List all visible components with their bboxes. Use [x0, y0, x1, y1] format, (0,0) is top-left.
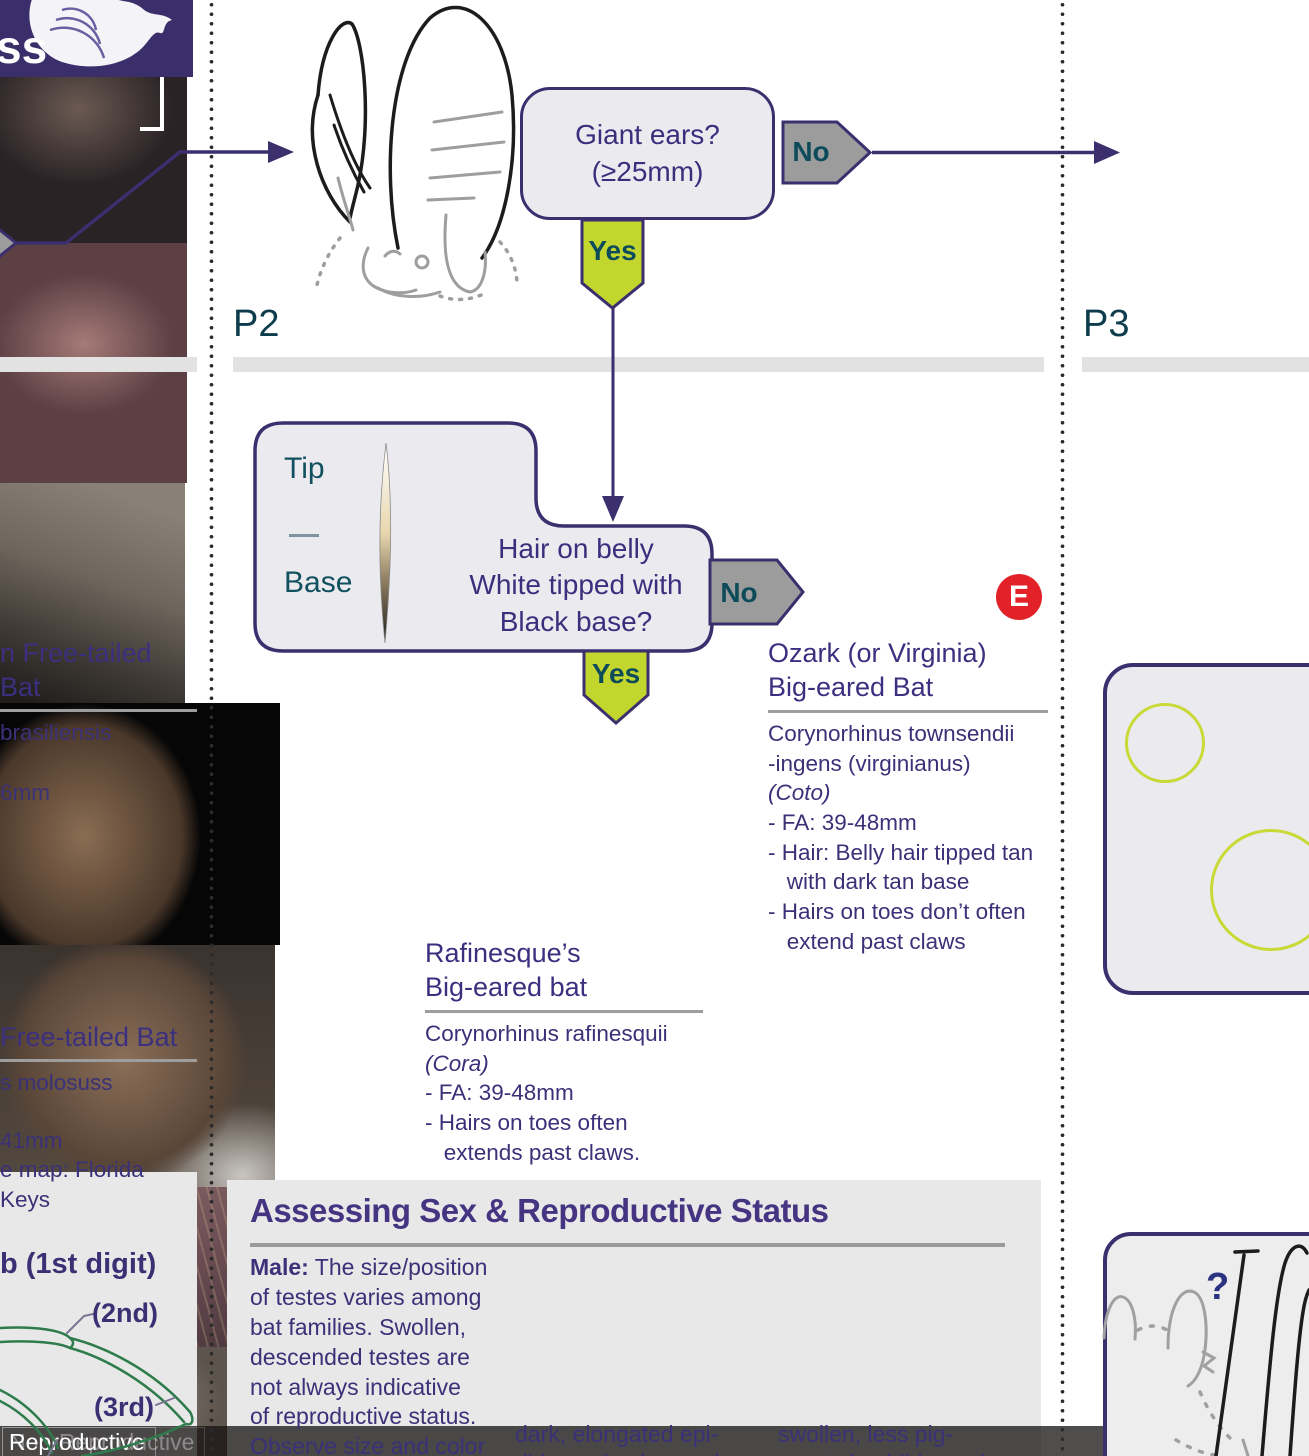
q2-tip-label: Tip [284, 452, 325, 485]
logo-bat-graphic [29, 0, 172, 67]
left-species-a-detail: 6mm [0, 779, 50, 805]
rafinesque-bat-photo [0, 945, 275, 1187]
wing-label-2nd: (2nd) [92, 1298, 158, 1328]
p3-divider-bar [1082, 357, 1309, 372]
q2-no-tag [708, 558, 805, 626]
column-separator-right [1060, 0, 1065, 1456]
repro-section-rule [250, 1243, 1005, 1247]
left-species-b-rule [0, 1059, 197, 1063]
entry-arrow-line [16, 150, 270, 245]
rafinesque-rule [425, 1010, 703, 1014]
reproductive-caption: swollen, less pig- mented epididymus/ [778, 1421, 984, 1456]
wing-diagram [0, 1313, 194, 1456]
entry-arrowhead [268, 141, 294, 163]
nonreproductive-caption: dark, elongated epi- didymus/undescend [515, 1421, 720, 1456]
rafinesque-sci: Corynorhinus rafinesquii [425, 1021, 668, 1047]
left-species-b-map-note: e map: Florida Keys [0, 1157, 144, 1213]
q1-yes-arrowhead [602, 496, 624, 522]
giant-ears-sketch [310, 5, 519, 302]
q1-no-tag [781, 120, 873, 185]
q2-box [253, 421, 714, 653]
q2-yes-tag [582, 649, 650, 725]
reproductive-label-bar: Reproductive [0, 1426, 1309, 1456]
q2-base-label: Base [284, 566, 353, 599]
left-species-b-block: Free-tailed Bat s molosuss 41mm e map: F… [0, 1020, 197, 1215]
p2-divider-bar [233, 357, 1044, 372]
page-label-p2: P2 [233, 303, 280, 345]
ozark-species-block: Ozark (or Virginia) Big-eared Bat Coryno… [768, 636, 1060, 957]
left-species-b-detail: 41mm [0, 1127, 63, 1153]
q2-no-label: No [720, 577, 758, 608]
q2-question-text: Hair on belly White tipped with Black ba… [469, 533, 683, 637]
ear-measure-sketch [1102, 1244, 1309, 1456]
ozark-sci: Corynorhinus townsendii -ingens (virgini… [768, 721, 1015, 776]
entry-tag-fragment [0, 228, 19, 258]
male-paragraph: Male: The size/position of testes varies… [250, 1253, 518, 1456]
left-species-a-block: n Free-tailed Bat brasiliensis 6mm [0, 636, 197, 807]
left-species-b-name: Free-tailed Bat [0, 1022, 178, 1052]
q2-yes-label: Yes [591, 658, 641, 689]
reproductive-label: Reproductive [2, 1427, 156, 1456]
hair-gradient-illustration [379, 442, 392, 644]
wing-label-3rd: (3rd) [94, 1392, 154, 1422]
ear-measure-question-mark: ? [1206, 1266, 1230, 1308]
rafinesque-code: (Cora) [425, 1050, 489, 1076]
q1-no-label: No [792, 136, 830, 167]
ozark-bat-photo [0, 703, 280, 945]
endangered-badge-letter: E [1008, 580, 1029, 613]
repro-section-bg [227, 1180, 1041, 1456]
logo-text: ss [0, 21, 48, 73]
q1-yes-tag [580, 218, 645, 310]
rafinesque-name: Rafinesque’s Big-eared bat [425, 938, 588, 1003]
ozark-rule [768, 710, 1048, 714]
wing-label-1st-digit: b (1st digit) [0, 1248, 157, 1280]
ozark-name: Ozark (or Virginia) Big-eared Bat [768, 638, 987, 703]
q1-no-arrowhead [1094, 141, 1120, 164]
left-species-a-rule [0, 709, 197, 713]
left-species-a-sci: brasiliensis [0, 720, 112, 746]
male-text: The size/position of testes varies among… [250, 1254, 488, 1456]
highlight-circle-2 [1210, 829, 1309, 951]
page-label-p3: P3 [1083, 303, 1130, 345]
left-bottom-section-bg [0, 1172, 197, 1456]
tail-membrane-photo [0, 59, 185, 703]
ozark-code: (Coto) [768, 780, 831, 806]
left-divider-bar [0, 357, 197, 372]
highlight-circle-1 [1125, 703, 1205, 783]
q2-tip-base-divider [289, 534, 319, 537]
repro-section-title: Assessing Sex & Reproductive Status [250, 1192, 829, 1229]
left-species-b-sci: s molosuss [0, 1070, 113, 1096]
male-label: Male: [250, 1254, 309, 1280]
q1-box: Giant ears? (≥25mm) [520, 87, 775, 220]
q1-question-text: Giant ears? (≥25mm) [575, 119, 720, 187]
logo-block: ss [0, 0, 193, 77]
column-separator-left [209, 0, 214, 1456]
rafinesque-details: - FA: 39-48mm - Hairs on toes often exte… [425, 1080, 641, 1165]
endangered-badge: E [996, 574, 1042, 620]
ozark-details: - FA: 39-48mm - Hair: Belly hair tipped … [768, 810, 1034, 954]
left-species-a-name: n Free-tailed Bat [0, 638, 152, 703]
q1-yes-label: Yes [588, 235, 637, 266]
rafinesque-species-block: Rafinesque’s Big-eared bat Corynorhinus … [425, 936, 715, 1167]
